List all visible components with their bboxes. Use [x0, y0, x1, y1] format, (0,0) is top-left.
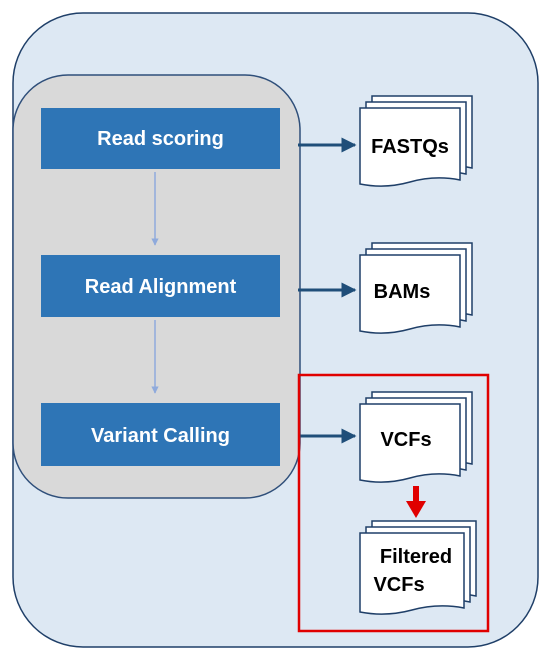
- doc-stack-vcfs: VCFs: [359, 391, 473, 483]
- doc-stack-fastqs: FASTQs: [359, 95, 473, 187]
- doc-label-filtered-vcfs: VCFs: [373, 574, 424, 596]
- doc-stack-bams: BAMs: [359, 242, 473, 334]
- doc-label-filtered: Filtered: [380, 546, 452, 568]
- doc-label-vcfs: VCFs: [380, 429, 431, 451]
- step-read-alignment-label: Read Alignment: [85, 276, 237, 298]
- doc-stack-filtered-vcfs: Filtered VCFs: [359, 520, 477, 615]
- step-variant-calling: Variant Calling: [41, 403, 280, 466]
- filter-arrow: [406, 486, 426, 518]
- step-variant-calling-label: Variant Calling: [91, 425, 230, 447]
- step-read-alignment: Read Alignment: [41, 255, 280, 317]
- step-read-scoring-label: Read scoring: [97, 128, 224, 150]
- step-read-scoring: Read scoring: [41, 108, 280, 169]
- doc-label-bams: BAMs: [374, 281, 431, 303]
- filtering-highlight-box: [297, 373, 490, 633]
- doc-label-fastqs: FASTQs: [371, 136, 449, 158]
